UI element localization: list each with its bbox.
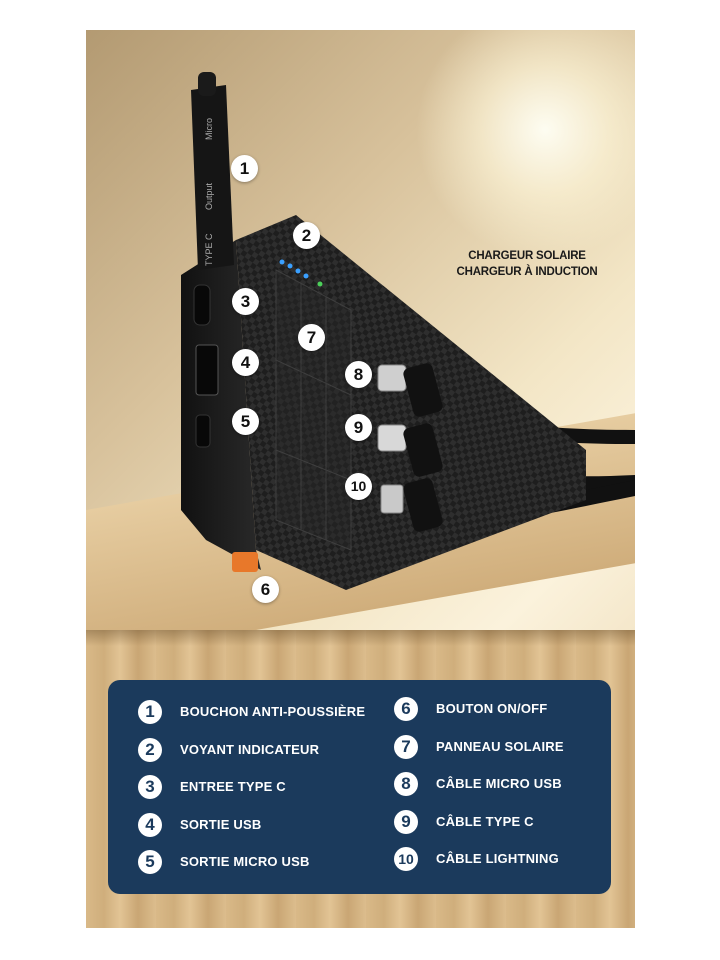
legend-number: 4	[138, 812, 162, 837]
legend-label: CÂBLE MICRO USB	[436, 776, 562, 791]
legend-item: 9 CÂBLE TYPE C	[394, 809, 564, 848]
legend-item: 2 VOYANT INDICATEUR	[138, 737, 365, 776]
callout-9: 9	[345, 414, 372, 441]
callout-8: 8	[345, 361, 372, 388]
legend-label: ENTREE TYPE C	[180, 779, 286, 794]
legend-label: PANNEAU SOLAIRE	[436, 738, 564, 754]
port-micro-usb	[195, 414, 211, 448]
dust-cap-label-micro: Micro	[204, 118, 214, 140]
port-usb	[195, 344, 219, 396]
port-type-c	[193, 284, 211, 326]
legend-number: 9	[394, 809, 418, 834]
callout-6: 6	[252, 576, 279, 603]
legend-item: 5 SORTIE MICRO USB	[138, 850, 365, 888]
legend-number: 1	[138, 700, 162, 724]
caption-induction-charger: CHARGEUR À INDUCTION	[456, 266, 598, 278]
legend-item: 1 BOUCHON ANTI-POUSSIÈRE	[138, 700, 365, 738]
legend-number: 7	[394, 734, 418, 759]
legend-number: 6	[394, 697, 418, 721]
callout-4: 4	[232, 349, 259, 376]
legend-column-right: 6 BOUTON ON/OFF 7 PANNEAU SOLAIRE 8 CÂBL…	[394, 697, 564, 885]
led-indicators	[279, 259, 323, 287]
connector-type-c	[377, 424, 407, 452]
legend-number: 2	[138, 737, 162, 762]
legend-label: BOUCHON ANTI-POUSSIÈRE	[180, 704, 366, 719]
legend-label: SORTIE MICRO USB	[180, 854, 310, 869]
power-bank-device: TYPE C Output Micro	[181, 72, 635, 590]
legend-number: 8	[394, 772, 418, 796]
power-button	[232, 552, 258, 572]
callout-2: 2	[293, 222, 320, 249]
legend-number: 3	[138, 775, 162, 799]
dust-cap-label-output: Output	[204, 182, 214, 210]
legend-label: CÂBLE LIGHTNING	[436, 851, 559, 866]
legend-label: VOYANT INDICATEUR	[180, 741, 320, 757]
legend-item: 10 CÂBLE LIGHTNING	[394, 847, 564, 885]
callout-3: 3	[232, 288, 259, 315]
callout-10: 10	[345, 473, 372, 500]
legend-label: BOUTON ON/OFF	[436, 701, 548, 716]
product-photo: TYPE C Output Micro 1 2 3 4 5 6 7 8 9 10	[86, 30, 635, 928]
callout-7: 7	[298, 324, 325, 351]
legend-item: 3 ENTREE TYPE C	[138, 775, 365, 813]
legend-item: 8 CÂBLE MICRO USB	[394, 772, 564, 810]
dust-cap	[191, 85, 234, 270]
solar-panel	[275, 269, 352, 551]
caption-solar-charger: CHARGEUR SOLAIRE	[468, 250, 586, 262]
legend-label: CÂBLE TYPE C	[436, 813, 534, 829]
cable-micro-usb	[411, 390, 635, 444]
legend-column-left: 1 BOUCHON ANTI-POUSSIÈRE 2 VOYANT INDICA…	[138, 700, 365, 888]
legend-item: 4 SORTIE USB	[138, 812, 365, 851]
legend-number: 5	[138, 850, 162, 874]
callout-5: 5	[232, 408, 259, 435]
legend-item: 6 BOUTON ON/OFF	[394, 697, 564, 735]
feature-caption: CHARGEUR SOLAIRE CHARGEUR À INDUCTION	[452, 248, 602, 280]
dust-cap-label-type-c: TYPE C	[204, 233, 214, 266]
legend-number: 10	[394, 847, 418, 871]
legend-panel: 1 BOUCHON ANTI-POUSSIÈRE 2 VOYANT INDICA…	[108, 680, 611, 894]
callout-1: 1	[231, 155, 258, 182]
legend-label: SORTIE USB	[180, 816, 262, 832]
legend-item: 7 PANNEAU SOLAIRE	[394, 734, 564, 773]
connector-micro-usb	[377, 364, 407, 392]
connector-lightning	[380, 484, 404, 514]
